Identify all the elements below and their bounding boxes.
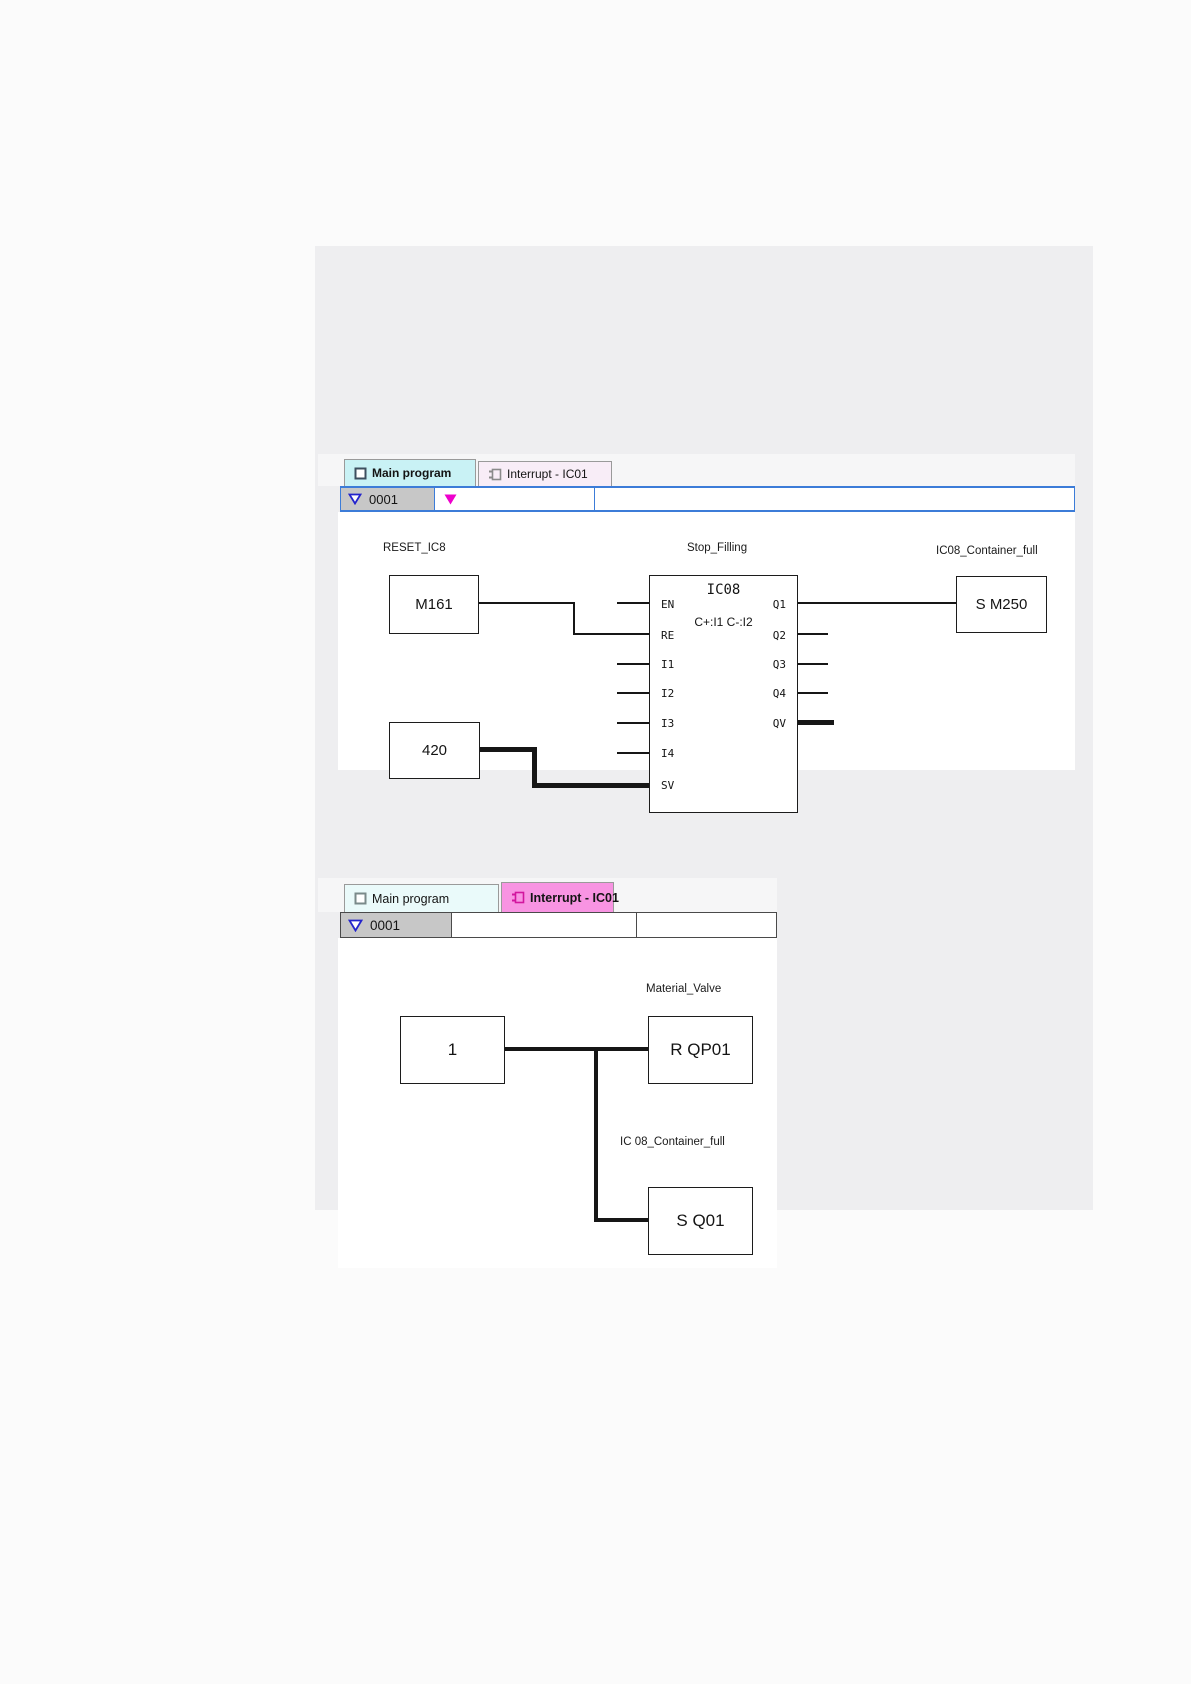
pin-label-q2: Q2 [772, 629, 786, 642]
tab-label: Main program [372, 891, 450, 906]
tab-label: Interrupt - IC01 [507, 467, 588, 481]
tab-label: Main program [372, 466, 452, 480]
pin-stub-en [617, 602, 650, 604]
tab-interrupt-ic01-top[interactable]: Interrupt - IC01 [478, 461, 612, 486]
tab-main-program-top[interactable]: Main program [344, 459, 476, 486]
function-block-ic08[interactable]: IC08 C+:I1 C-:I2 EN RE I1 I2 I3 I4 SV Q1… [649, 575, 798, 813]
operand-block-m161[interactable]: M161 [389, 575, 479, 634]
network-header-bottom: 0001 [340, 912, 777, 938]
insert-marker-icon[interactable] [444, 494, 457, 505]
function-block-config: C+:I1 C-:I2 [694, 615, 753, 629]
network-collapse-cell[interactable]: 0001 [341, 913, 452, 937]
operand-value: M161 [415, 596, 453, 613]
header-divider [636, 913, 637, 937]
function-block-name: IC08 [706, 582, 741, 598]
pin-stub-i1 [617, 663, 650, 665]
pin-stub-i2 [617, 692, 650, 694]
main-program-icon [354, 467, 367, 480]
wire-thick[interactable] [532, 783, 650, 788]
wire[interactable] [594, 1218, 649, 1222]
assign-value: S M250 [975, 596, 1028, 613]
assign-block-comment: IC08_Container_full [936, 545, 1038, 557]
wire[interactable] [573, 633, 650, 635]
wire[interactable] [504, 1047, 649, 1051]
pin-label-i4: I4 [661, 747, 675, 760]
network-number: 0001 [370, 917, 401, 933]
wire[interactable] [594, 1047, 598, 1222]
assign-value: R QP01 [670, 1040, 731, 1059]
tab-label: Interrupt - IC01 [530, 890, 619, 905]
assign-block-sm250[interactable]: S M250 [956, 576, 1047, 633]
wire-thick[interactable] [532, 747, 537, 788]
pin-label-q3: Q3 [772, 658, 786, 671]
pin-stub-q2 [797, 633, 828, 635]
tab-main-program-bottom[interactable]: Main program [344, 884, 499, 912]
pin-label-i2: I2 [661, 687, 675, 700]
pin-label-re: RE [661, 629, 675, 642]
main-program-icon [354, 892, 367, 905]
assign-block-comment: Material_Valve [646, 983, 722, 995]
network-number: 0001 [369, 491, 398, 507]
pin-stub-i4 [617, 752, 650, 754]
wire[interactable] [478, 602, 575, 604]
header-divider [594, 488, 595, 510]
collapse-triangle-icon [348, 493, 362, 505]
pin-label-en: EN [661, 598, 675, 611]
wire-q1[interactable] [797, 602, 957, 604]
interrupt-icon [511, 891, 525, 904]
operand-value: 420 [421, 742, 448, 759]
assign-value: S Q01 [676, 1211, 725, 1230]
wire[interactable] [573, 602, 575, 635]
interrupt-icon [488, 468, 502, 481]
operand-block-420[interactable]: 420 [389, 722, 480, 779]
operand-value: 1 [447, 1040, 458, 1059]
network-collapse-cell[interactable]: 0001 [341, 488, 435, 510]
operand-comment: RESET_IC8 [383, 542, 446, 554]
pin-label-sv: SV [661, 779, 675, 792]
function-block-comment: Stop_Filling [687, 542, 748, 554]
pin-label-qv: QV [772, 717, 786, 730]
collapse-triangle-icon [348, 919, 363, 932]
pin-label-i1: I1 [661, 658, 675, 671]
assign-block-rqp01[interactable]: R QP01 [648, 1016, 753, 1084]
pin-label-i3: I3 [661, 717, 675, 730]
tab-interrupt-ic01-bottom[interactable]: Interrupt - IC01 [501, 882, 619, 912]
pin-label-q1: Q1 [772, 598, 786, 611]
pin-stub-i3 [617, 722, 650, 724]
pin-label-q4: Q4 [772, 687, 786, 700]
assign-block-sq01[interactable]: S Q01 [648, 1187, 753, 1255]
pin-stub-q3 [797, 663, 828, 665]
operand-block-constant-1[interactable]: 1 [400, 1016, 505, 1084]
assign-block-comment: IC 08_Container_full [620, 1136, 725, 1148]
pin-stub-q4 [797, 692, 828, 694]
pin-stub-qv-thick [797, 720, 834, 725]
wire-thick[interactable] [479, 747, 537, 752]
network-header-top: 0001 [340, 486, 1075, 512]
